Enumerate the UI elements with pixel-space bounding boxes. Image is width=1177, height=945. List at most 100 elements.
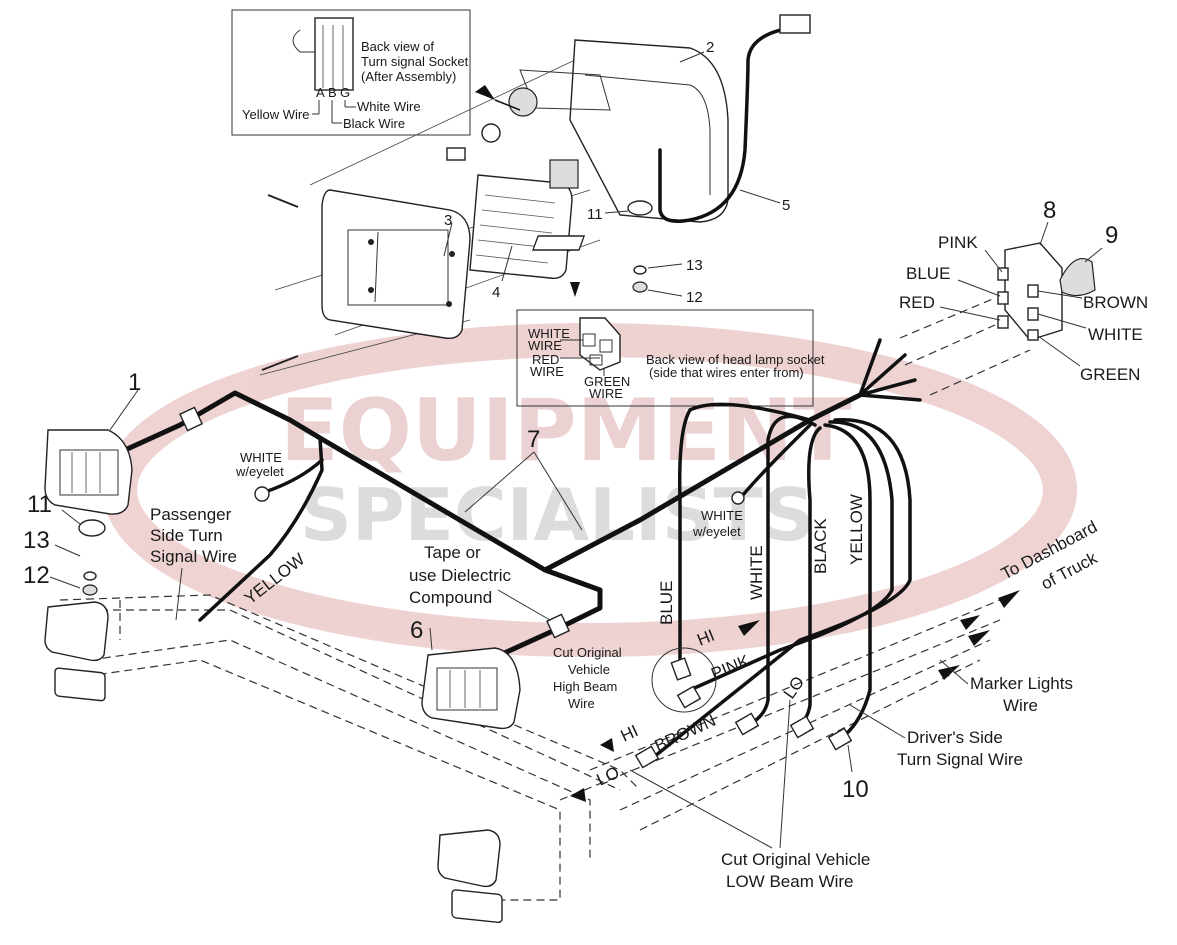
lamp-assembly-exploded [259, 14, 811, 376]
wire-yellow [823, 423, 872, 737]
tape-label-3: Compound [409, 588, 492, 607]
truck-lamp-right [437, 829, 501, 888]
callout-8: 8 [1043, 197, 1056, 224]
eyelet-left [254, 486, 270, 502]
turn-inset-title-1: Back view of [361, 39, 434, 54]
white-eyelet-left-wire [263, 458, 324, 494]
callout-5: 5 [782, 197, 790, 214]
head-red-2: WIRE [530, 364, 564, 379]
callout-3: 3 [444, 212, 452, 229]
socket-clip [292, 29, 315, 53]
conn-green: GREEN [1080, 365, 1140, 384]
pigtail-wire [658, 26, 792, 223]
washer-top-11 [627, 200, 653, 216]
white-eyelet-right-1: WHITE [701, 508, 743, 523]
watermark-line-2: SPECIALISTS [300, 473, 815, 557]
harness-trunk-driver [542, 392, 863, 573]
lamp-bezel [321, 189, 471, 340]
conn-pink: PINK [938, 233, 978, 252]
pin-a-label: A [316, 85, 325, 100]
tape-label-1: Tape or [424, 543, 481, 562]
marker-label-1: Marker Lights [970, 674, 1073, 693]
inset-frame-turn [231, 9, 471, 136]
cut-high-label-1: Cut Original [553, 645, 622, 660]
callout-6: 6 [410, 617, 423, 644]
head-green-1: GREEN [584, 374, 630, 389]
marker-label-2: Wire [1003, 696, 1038, 715]
yellow-wire-label-main: YELLOW [847, 494, 866, 565]
wire-white [754, 414, 817, 722]
callout-11-left: 11 [27, 491, 52, 518]
cut-low-label-2: LOW Beam Wire [726, 872, 854, 891]
cut-low-label-1: Cut Original Vehicle [721, 850, 870, 869]
callout-9: 9 [1105, 222, 1118, 249]
conn-blue: BLUE [906, 264, 950, 283]
callout-2: 2 [706, 39, 714, 56]
cut-high-label-4: Wire [568, 696, 595, 711]
watermark-line-1: EQUIPMENT [280, 381, 852, 481]
passenger-plow-lamp [44, 429, 133, 515]
switch-lever [1059, 258, 1096, 297]
turn-inset-title-2: Turn signal Socket [361, 54, 469, 69]
plate-top-13 [532, 235, 586, 251]
inset-frame-head [516, 309, 814, 407]
truck-marker-left [54, 667, 106, 702]
pin-b-label: B [328, 85, 337, 100]
turn-socket-inset: A B G Back view of Turn signal Socket (A… [231, 9, 471, 136]
driver-label-2: Turn Signal Wire [897, 750, 1023, 769]
callout-10: 10 [842, 776, 869, 803]
wire-pink [688, 420, 894, 692]
harness [44, 338, 922, 769]
grommet [481, 123, 501, 143]
pigtail-plug [779, 14, 811, 34]
callout-11-top: 11 [587, 206, 603, 223]
hi-bottom-label: HI [618, 721, 641, 745]
wire-brown [648, 418, 912, 762]
passenger-turn-branch [198, 436, 324, 622]
conn-white: WHITE [1088, 325, 1143, 344]
truck-marker-right [451, 889, 503, 924]
switch-connector: 8 9 PINK BLUE RED BROWN WHITE GREEN [899, 197, 1148, 396]
yellow-wire-label: Yellow Wire [242, 107, 309, 122]
tape-label-2: use Dielectric [409, 566, 512, 585]
lockwasher-top [633, 265, 647, 275]
head-socket-inset: WHITE WIRE RED WIRE GREEN WIRE Back view… [516, 309, 825, 407]
callout-12-left: 12 [23, 562, 50, 589]
callout-13-top: 13 [686, 257, 703, 274]
blue-wire-label: BLUE [657, 581, 676, 625]
black-wire-label: Black Wire [343, 116, 405, 131]
bulb [446, 147, 466, 161]
passenger-label-2: Side Turn [150, 526, 223, 545]
callout-12-top: 12 [686, 289, 703, 306]
callout-4: 4 [492, 284, 500, 301]
driver-label-1: Driver's Side [907, 728, 1003, 747]
truck-lamp-left [44, 601, 109, 662]
pin-g-label: G [340, 85, 350, 100]
nut-top-12 [632, 281, 648, 293]
head-caption-1: Back view of head lamp socket [646, 352, 825, 367]
high-beam-splice-circle [651, 647, 717, 713]
white-eyelet-right-2: w/eyelet [692, 524, 741, 539]
truck-outline [44, 594, 1001, 924]
wire-blue [677, 402, 812, 662]
harness-trunk-passenger [122, 390, 603, 658]
head-white-2: WIRE [528, 338, 562, 353]
eyelet-right [731, 491, 745, 505]
callout-1: 1 [128, 369, 141, 396]
pink-wire-label: PINK [708, 651, 753, 684]
black-wire-label-main: BLACK [811, 518, 830, 574]
lamp-housing [569, 39, 729, 223]
head-white-1: WHITE [528, 326, 570, 341]
turn-inset-title-3: (After Assembly) [361, 69, 456, 84]
passenger-label-3: Signal Wire [150, 547, 237, 566]
main-callouts: 1 7 6 10 11 13 12 [23, 369, 869, 803]
cut-high-label-2: Vehicle [568, 662, 610, 677]
white-wire-label: White Wire [357, 99, 421, 114]
dashboard-arrows [570, 590, 1020, 802]
lo-top-label: LO [780, 673, 809, 702]
white-eyelet-left-2: w/eyelet [235, 464, 284, 479]
conn-red: RED [899, 293, 935, 312]
conn-brown: BROWN [1083, 293, 1148, 312]
